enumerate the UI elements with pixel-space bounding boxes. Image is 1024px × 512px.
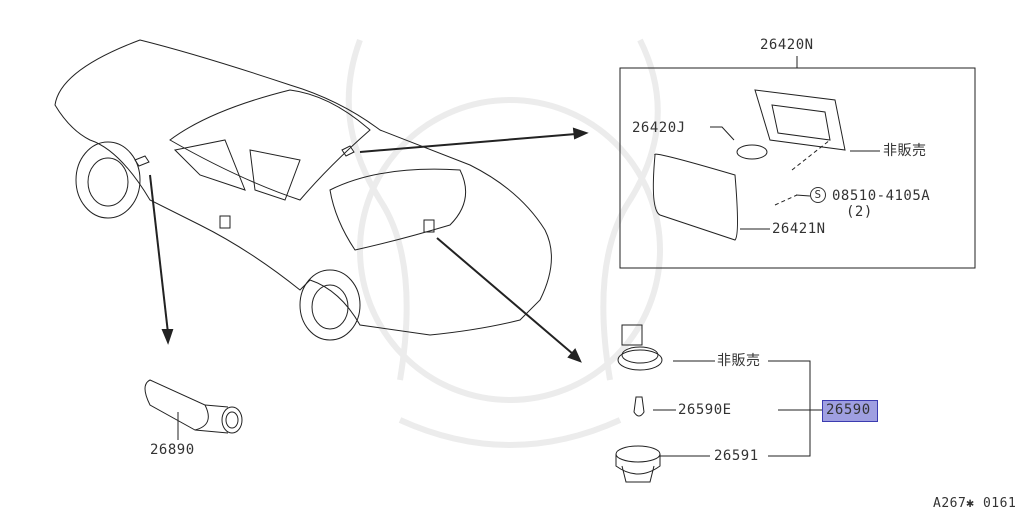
part-label-26421N[interactable]: 26421N (772, 221, 826, 237)
part-label-26590E[interactable]: 26590E (678, 402, 732, 418)
part-label-26591[interactable]: 26591 (714, 448, 759, 464)
quantity-label: (2) (846, 204, 873, 220)
standard-part-icon: S (810, 187, 826, 203)
detail-box (619, 67, 976, 269)
arrows (149, 127, 589, 363)
not-sold-label-top: 非販売 (883, 143, 927, 159)
part-label-26890[interactable]: 26890 (150, 442, 195, 458)
not-sold-label-bottom: 非販売 (717, 353, 761, 369)
part-label-26590[interactable]: 26590 (826, 402, 871, 418)
figure-code: A267✱ 0161 (933, 496, 1017, 511)
part-label-26420N[interactable]: 26420N (760, 37, 814, 53)
watermark-emblem (345, 38, 663, 448)
highlight-26590 (822, 400, 878, 422)
car-illustration (54, 39, 552, 341)
part-label-26420J[interactable]: 26420J (632, 120, 686, 136)
part-label-08510-4105A[interactable]: 08510-4105A (832, 188, 931, 204)
